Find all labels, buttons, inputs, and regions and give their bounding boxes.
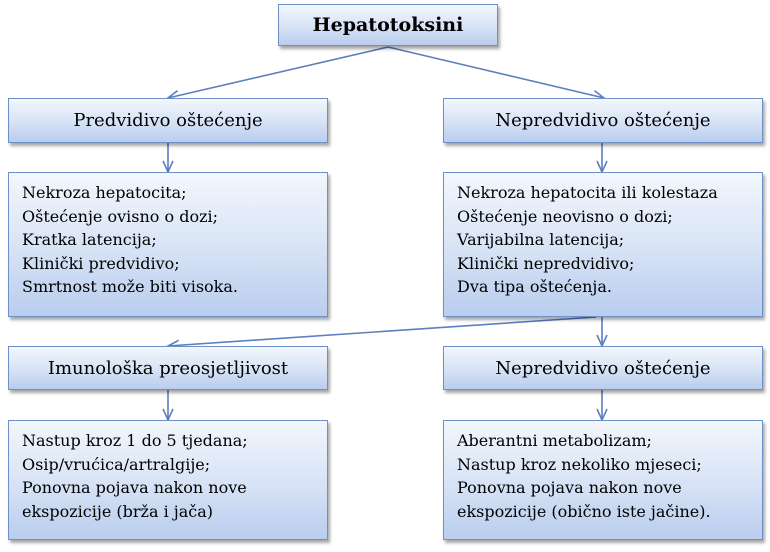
title-box: Hepatotoksini [278,4,498,46]
list-item: Ponovna pojava nakon nove [22,478,247,497]
list-item: Nastup kroz 1 do 5 tjedana; [22,431,248,450]
right-header-label: Nepredvidivo oštećenje [495,110,711,131]
right-header-box: Nepredvidivo oštećenje [443,98,763,143]
diagram-title: Hepatotoksini [312,14,464,36]
list-item: ekspozicije (obično iste jačine). [457,501,711,521]
list-item: Ponovna pojava nakon nove [457,478,682,497]
list-item: Klinički predvidivo; [22,253,180,273]
bottom-right-content-box: Aberantni metabolizam; Nastup kroz nekol… [443,420,763,540]
left-content-box: Nekroza hepatocita; Oštećenje ovisno o d… [8,172,328,317]
bottom-right-header-box: Nepredvidivo oštećenje [443,346,763,390]
bottom-left-header-label: Imunološka preosjetljivost [47,357,289,379]
bottom-left-content-box: Nastup kroz 1 do 5 tjedana; Osip/vrućica… [8,420,328,540]
list-item: Aberantni metabolizam; [457,431,652,450]
list-item: Nekroza hepatocita ili kolestaza [457,183,718,202]
list-item: Oštećenje neovisno o dozi; [457,206,673,226]
list-item: Kratka latencija; [22,230,157,249]
right-content-box: Nekroza hepatocita ili kolestaza Oštećen… [443,172,763,317]
list-item: Oštećenje ovisno o dozi; [22,206,219,226]
list-item: Dva tipa oštećenja. [457,277,612,296]
list-item: Nastup kroz nekoliko mjeseci; [457,454,702,474]
list-item: Klinički nepredvidivo; [457,253,635,273]
bottom-left-header-box: Imunološka preosjetljivost [8,346,328,390]
bottom-right-header-label: Nepredvidivo oštećenje [495,357,711,379]
list-item: Smrtnost može biti visoka. [22,277,238,296]
list-item: Osip/vrućica/artralgije; [22,454,211,474]
list-item: Varijabilna latencija; [457,230,625,249]
arrow-right-content-to-bottom-left [166,316,597,351]
left-header-box: Predvidivo oštećenje [8,98,328,143]
list-item: ekspozicije (brža i jača) [22,501,214,521]
list-item: Nekroza hepatocita; [22,183,187,202]
arrow-title-to-left [166,46,389,102]
left-header-label: Predvidivo oštećenje [73,110,263,131]
arrow-title-to-right [387,46,606,102]
